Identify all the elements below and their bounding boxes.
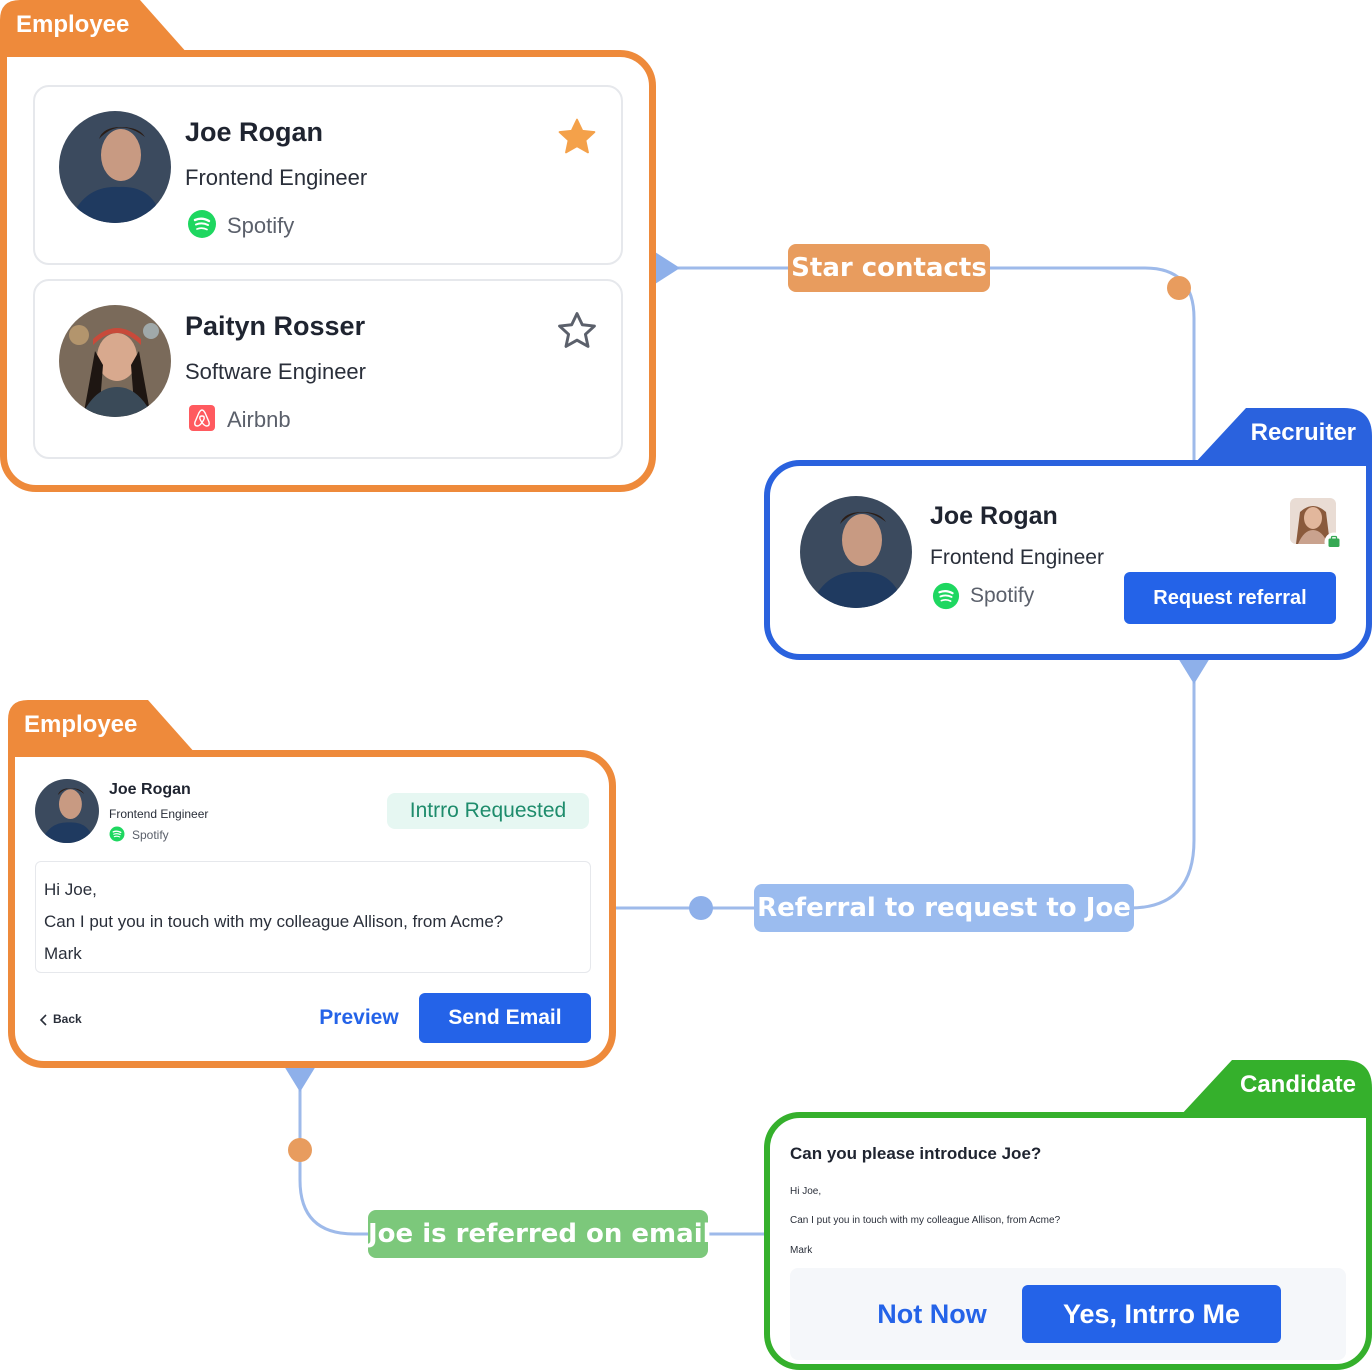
- candidate-actions: Not Now Yes, Intrro Me: [790, 1268, 1346, 1360]
- request-referral-button[interactable]: Request referral: [1124, 572, 1336, 624]
- contact-role: Frontend Engineer: [109, 807, 209, 821]
- candidate-title: Can you please introduce Joe?: [790, 1144, 1042, 1163]
- candidate-panel: Can you please introduce Joe? Hi Joe, Ca…: [764, 1112, 1372, 1370]
- contact-card[interactable]: Joe Rogan Frontend Engineer Spotify: [33, 85, 623, 265]
- arrow-down-marker: [284, 1066, 316, 1092]
- back-button[interactable]: Back: [53, 1012, 82, 1026]
- contact-name: Joe Rogan: [185, 117, 324, 147]
- email-body[interactable]: Hi Joe, Can I put you in touch with my c…: [35, 861, 591, 973]
- contact-company: Airbnb: [227, 407, 291, 432]
- referred-on-email-label: Joe is referred on email: [368, 1210, 712, 1258]
- contact-name: Paityn Rosser: [185, 311, 366, 341]
- employee-email-panel: Joe Rogan Frontend Engineer Spotify Intr…: [8, 750, 616, 1068]
- referral-request-label: Referral to request to Joe: [754, 884, 1134, 932]
- email-line: Hi Joe,: [790, 1186, 822, 1197]
- star-contacts-label: Star contacts: [788, 244, 990, 292]
- connector-dot: [288, 1138, 312, 1162]
- not-now-button[interactable]: Not Now: [877, 1299, 987, 1329]
- chevron-left-icon[interactable]: [39, 1013, 49, 1031]
- contact-card[interactable]: Paityn Rosser Software Engineer Airbnb: [33, 279, 623, 459]
- contact-name: Joe Rogan: [109, 781, 191, 798]
- recruiter-contact-company: Spotify: [970, 584, 1035, 607]
- connector-dot: [1167, 276, 1191, 300]
- contact-company: Spotify: [227, 213, 295, 238]
- briefcase-badge-icon: [1324, 532, 1344, 557]
- avatar: [59, 305, 171, 417]
- arrow-right-marker: [655, 252, 680, 284]
- avatar: [59, 111, 171, 223]
- candidate-tab: Candidate: [1180, 1060, 1372, 1116]
- email-line: Hi Joe,: [44, 880, 97, 899]
- email-line: Mark: [790, 1245, 813, 1256]
- employee-tab-label: Employee: [16, 11, 130, 38]
- employee-contacts-panel: Joe Rogan Frontend Engineer Spotify Pait…: [0, 50, 656, 492]
- spotify-icon: [109, 826, 125, 847]
- email-line: Can I put you in touch with my colleague…: [44, 912, 504, 931]
- recruiter-tab-label: Recruiter: [1250, 419, 1356, 446]
- candidate-tab-label: Candidate: [1239, 1071, 1356, 1098]
- connector-dot: [689, 896, 713, 920]
- employee-tab: Employee: [8, 700, 196, 754]
- preview-button[interactable]: Preview: [319, 1006, 399, 1029]
- contact-role: Software Engineer: [185, 359, 366, 384]
- star-filled-icon[interactable]: [555, 115, 599, 164]
- arrow-down-marker: [1178, 658, 1210, 684]
- star-outline-icon[interactable]: [555, 309, 599, 358]
- recruiter-panel: Joe Rogan Frontend Engineer Spotify Requ…: [764, 460, 1372, 660]
- recruiter-contact-name: Joe Rogan: [930, 502, 1058, 530]
- email-line: Can I put you in touch with my colleague…: [790, 1215, 1061, 1226]
- recruiter-tab: Recruiter: [1194, 408, 1372, 464]
- status-badge: Intrro Requested: [387, 793, 589, 829]
- contact-role: Frontend Engineer: [185, 165, 368, 190]
- send-email-button[interactable]: Send Email: [419, 993, 591, 1043]
- contact-company: Spotify: [132, 828, 169, 842]
- employee-tab: Employee: [0, 0, 188, 54]
- airbnb-icon: [189, 405, 215, 436]
- intrro-me-button[interactable]: Yes, Intrro Me: [1022, 1285, 1281, 1343]
- avatar: [35, 779, 99, 843]
- recruiter-contact-role: Frontend Engineer: [930, 546, 1104, 569]
- avatar: [800, 496, 912, 608]
- spotify-icon: [932, 582, 960, 615]
- spotify-icon: [187, 209, 217, 244]
- email-line: Mark: [44, 944, 82, 963]
- employee-tab-label: Employee: [24, 711, 138, 738]
